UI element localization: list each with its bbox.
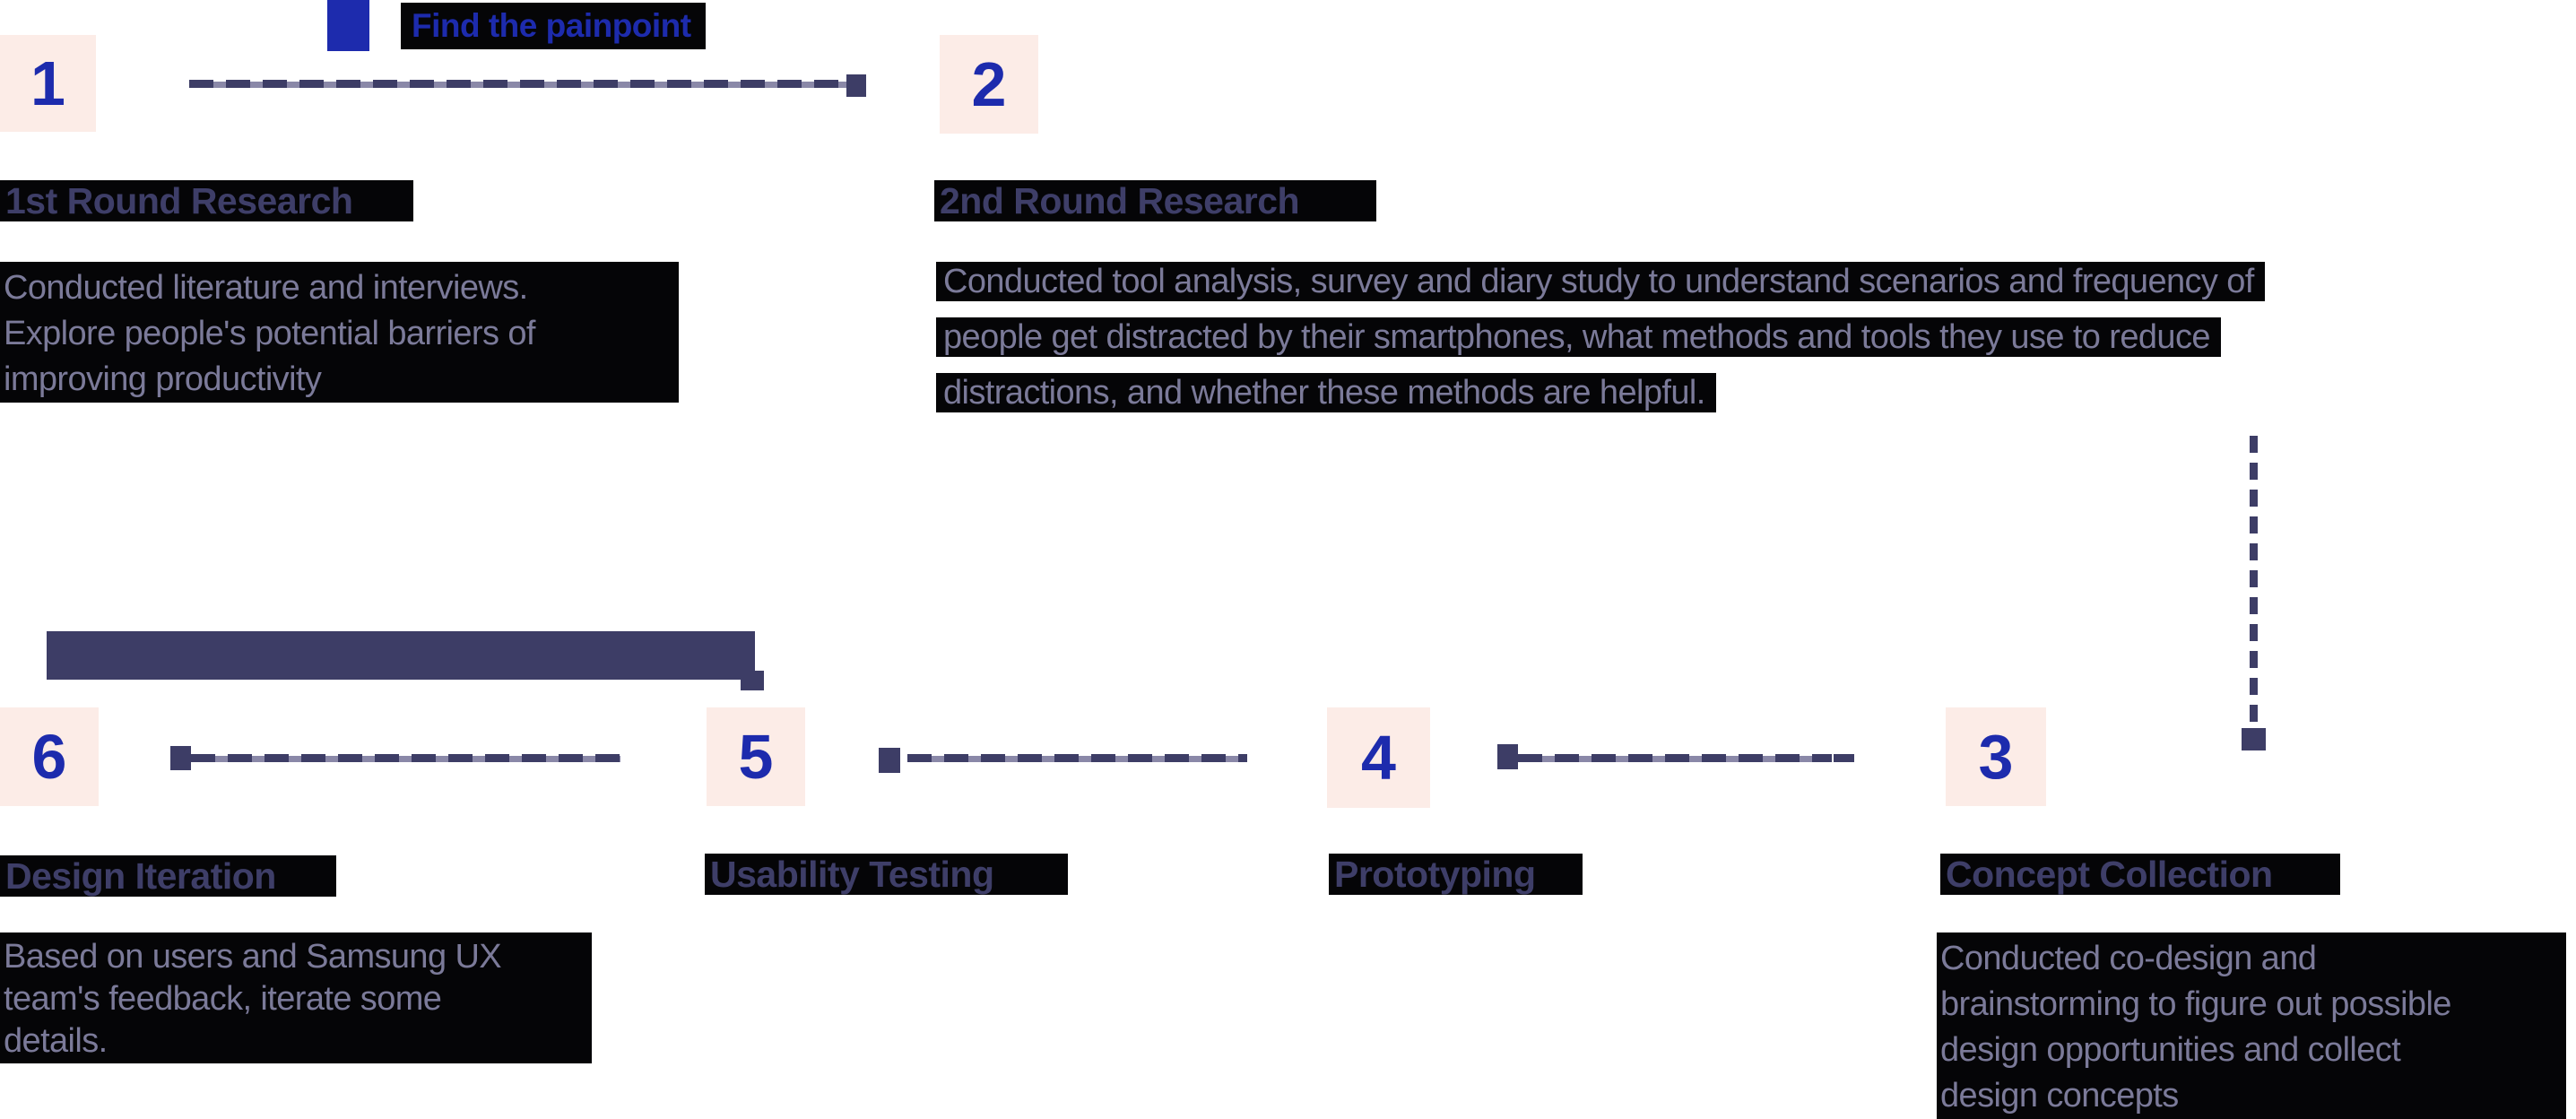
step-2-title: 2nd Round Research <box>934 180 1376 221</box>
step-3-number: 3 <box>1978 722 2014 792</box>
step-1-description-line: Explore people's potential barriers of <box>4 315 535 352</box>
phase-accent-rect <box>327 0 369 51</box>
step-5-title: Usability Testing <box>705 854 1068 895</box>
step-1-description-line: improving productivity <box>4 360 322 398</box>
step-3-number-square: 3 <box>1946 707 2046 806</box>
step-6-number-square: 6 <box>0 707 99 806</box>
step-1-title: 1st Round Research <box>0 180 413 221</box>
redacted-heading-bar <box>47 631 755 680</box>
step-4-title-box: Prototyping <box>1329 854 1583 895</box>
phase-label-box: Find the painpoint <box>401 3 706 49</box>
step-6-description-line: Based on users and Samsung UX <box>4 938 502 976</box>
step-2-description-line: people get distracted by their smartphon… <box>936 317 2221 357</box>
connector-5-6-dashes <box>191 754 631 762</box>
connector-1-2-endpoint <box>846 74 866 97</box>
step-1-title-box: 1st Round Research <box>0 180 413 221</box>
connector-5-6-endpoint <box>170 746 191 770</box>
step-6-description: Based on users and Samsung UX team's fee… <box>0 932 592 1063</box>
connector-3-4-endpoint <box>1497 744 1518 769</box>
step-3-description-line: Conducted co-design and <box>1940 940 2317 977</box>
step-6-description-line: details. <box>4 1022 108 1060</box>
step-3-description-line: design concepts <box>1940 1077 2179 1115</box>
phase-label-text: Find the painpoint <box>401 3 706 49</box>
step-6-number: 6 <box>31 722 67 792</box>
step-3-description: Conducted co-design and brainstorming to… <box>1937 932 2566 1119</box>
connector-2-3-endpoint <box>2242 728 2266 750</box>
step-2-description: Conducted tool analysis, survey and diar… <box>936 262 2576 429</box>
step-1-number-square: 1 <box>0 35 96 132</box>
connector-2-3-dashes <box>2250 436 2258 728</box>
step-5-title-box: Usability Testing <box>705 854 1068 895</box>
step-3-description-line: design opportunities and collect <box>1940 1031 2401 1069</box>
connector-3-4-dashes <box>1518 754 1832 762</box>
step-3-title: Concept Collection <box>1940 854 2340 895</box>
redacted-heading-bar-notch <box>741 671 764 690</box>
step-2-number: 2 <box>971 49 1007 119</box>
step-5-number-square: 5 <box>707 707 805 806</box>
step-6-title-box: Design Iteration <box>0 855 336 897</box>
step-3-description-line: brainstorming to figure out possible <box>1940 985 2451 1023</box>
connector-3-4-end-dash <box>1834 754 1854 762</box>
step-4-number: 4 <box>1361 723 1396 793</box>
step-6-title: Design Iteration <box>0 855 336 897</box>
step-2-title-box: 2nd Round Research <box>934 180 1376 221</box>
step-1-description-line: Conducted literature and interviews. <box>4 269 528 307</box>
step-4-number-square: 4 <box>1327 707 1430 808</box>
step-2-description-line: Conducted tool analysis, survey and diar… <box>936 262 2265 301</box>
step-5-number: 5 <box>738 722 774 792</box>
connector-1-2-dashes <box>189 80 846 88</box>
step-4-title: Prototyping <box>1329 854 1583 895</box>
step-2-number-square: 2 <box>940 35 1038 134</box>
step-6-description-line: team's feedback, iterate some <box>4 980 442 1018</box>
step-2-description-line: distractions, and whether these methods … <box>936 373 1716 412</box>
step-1-number: 1 <box>30 48 65 118</box>
connector-4-5-endpoint <box>879 748 900 773</box>
step-3-title-box: Concept Collection <box>1940 854 2340 895</box>
step-1-description: Conducted literature and interviews. Exp… <box>0 262 679 403</box>
connector-4-5-dashes <box>907 754 1247 762</box>
